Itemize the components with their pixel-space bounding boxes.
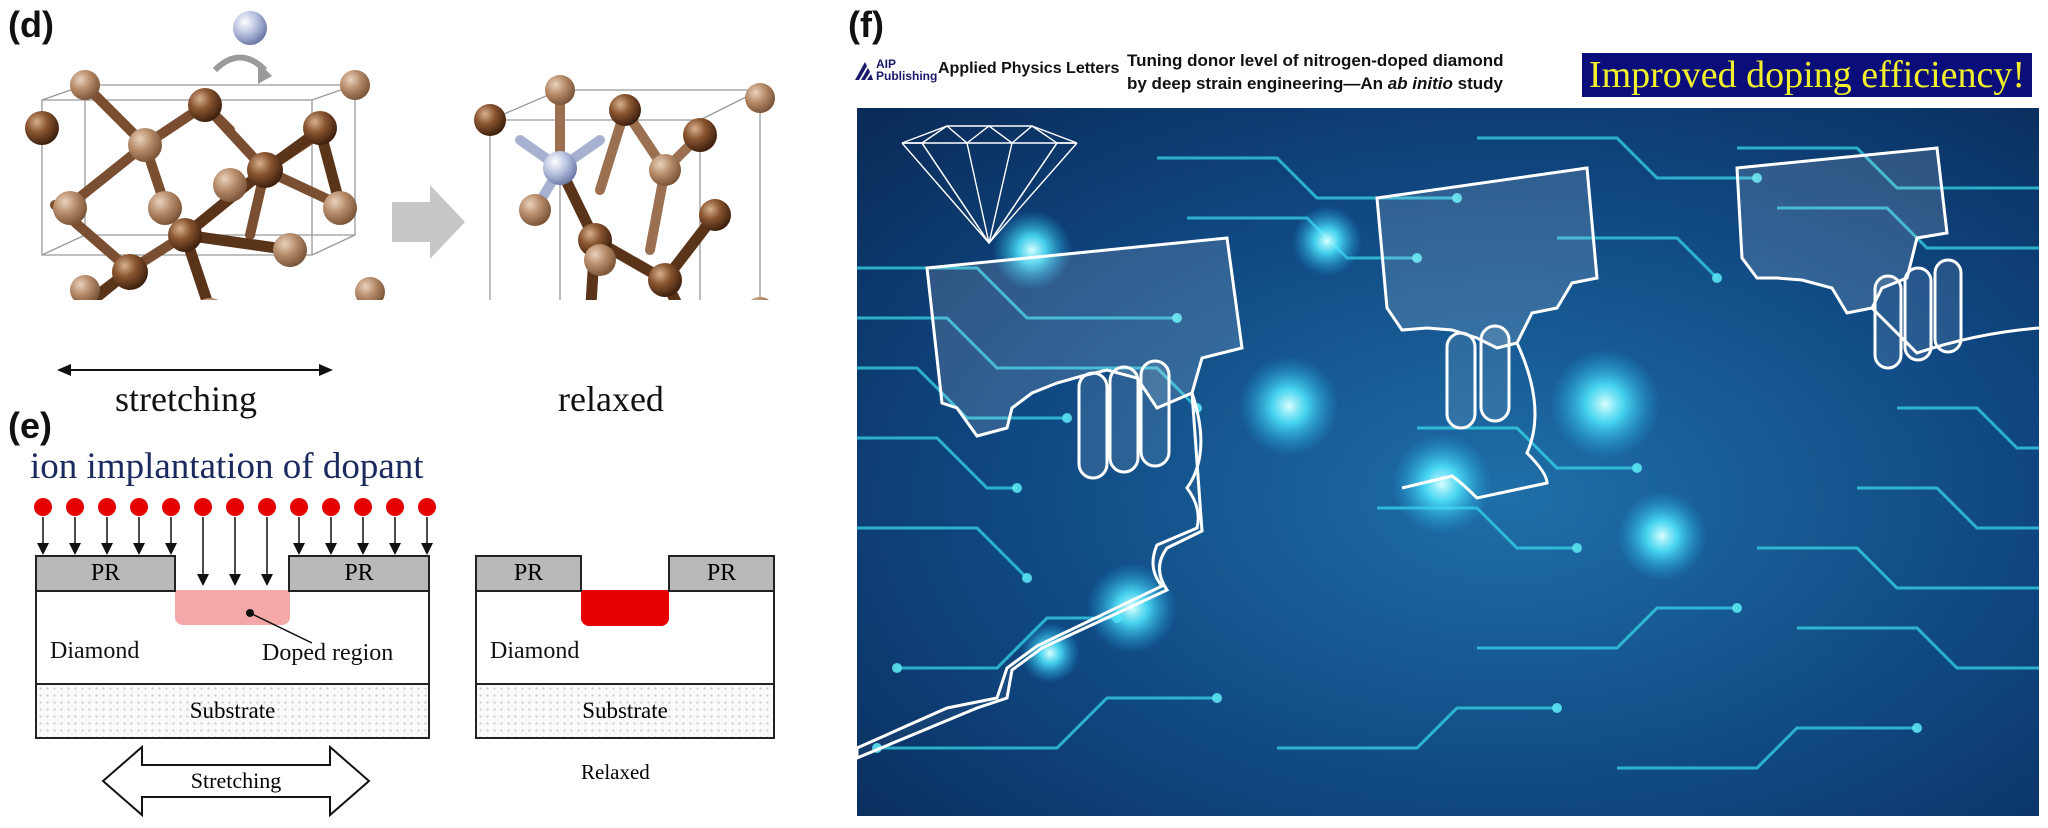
doped-region-pointer <box>246 609 313 644</box>
dopant-ion <box>354 498 372 555</box>
chip-shapes <box>857 146 2039 760</box>
dopant-ion <box>162 498 180 555</box>
dopant-ion <box>258 498 276 586</box>
dopant-ion <box>34 498 52 555</box>
title-part-c: study <box>1452 74 1503 93</box>
transition-arrow-icon <box>392 185 465 259</box>
title-part-b: ab initio <box>1387 74 1453 93</box>
glow-nodes <box>992 206 1707 683</box>
dopant-ion <box>322 498 340 555</box>
aip-logo-icon <box>855 62 873 80</box>
circuit-board-illustration <box>857 108 2039 816</box>
stretching-arrow-label: Stretching <box>190 768 282 793</box>
dopant-ion <box>290 498 308 555</box>
diamond-label-right: Diamond <box>490 638 580 664</box>
stretching-double-arrow <box>101 744 371 818</box>
doped-region-dense <box>581 590 669 626</box>
stretching-caption: stretching <box>115 379 257 419</box>
substrate-right: Substrate <box>475 683 775 739</box>
journal-name: Applied Physics Letters <box>938 60 1120 77</box>
panel-f-label: (f) <box>848 4 884 45</box>
implantation-title: ion implantation of dopant <box>30 446 424 487</box>
improved-doping-banner: Improved doping efficiency! <box>1582 53 2032 97</box>
dopant-ion <box>130 498 148 555</box>
dopant-ion <box>98 498 116 555</box>
panel-d-label: (d) <box>8 4 54 45</box>
substitutional-nitrogen-icon <box>543 151 577 185</box>
dopant-ion <box>386 498 404 555</box>
diamond-label-left: Diamond <box>50 638 140 664</box>
photoresist-right-relaxed: PR <box>668 555 775 592</box>
relaxed-crystal <box>474 75 775 300</box>
paper-title-line1: Tuning donor level of nitrogen-doped dia… <box>1127 51 1504 70</box>
photoresist-left: PR <box>35 555 176 592</box>
dopant-ion <box>194 498 212 586</box>
chip-slots <box>1077 258 1963 480</box>
photoresist-left-relaxed: PR <box>475 555 582 592</box>
panel-e-label: (e) <box>8 405 52 446</box>
aip-line1: AIP <box>876 57 897 71</box>
stretch-dimension-arrow <box>57 364 333 376</box>
stretched-crystal <box>25 11 385 300</box>
aip-line2: Publishing <box>876 69 938 83</box>
dopant-ion <box>226 498 244 586</box>
nitrogen-atom-icon <box>233 11 267 45</box>
title-part-a: by deep strain engineering—An <box>1127 74 1388 93</box>
relaxed-label: Relaxed <box>581 760 650 784</box>
doped-region-label: Doped region <box>262 640 394 666</box>
photoresist-right: PR <box>288 555 430 592</box>
paper-title-line2: by deep strain engineering—An ab initio … <box>1127 72 1503 95</box>
aip-text: AIP Publishing <box>876 58 937 82</box>
dopant-ion-beam <box>34 498 436 586</box>
relaxed-caption: relaxed <box>558 379 664 419</box>
paper-title: Tuning donor level of nitrogen-doped dia… <box>1127 49 1503 95</box>
substrate-left: Substrate <box>35 683 430 739</box>
doped-region-light <box>175 590 290 625</box>
crystal-structures <box>25 11 775 300</box>
diamond-gem-icon <box>901 125 1078 245</box>
dopant-ion <box>66 498 84 555</box>
dopant-ion <box>418 498 436 555</box>
